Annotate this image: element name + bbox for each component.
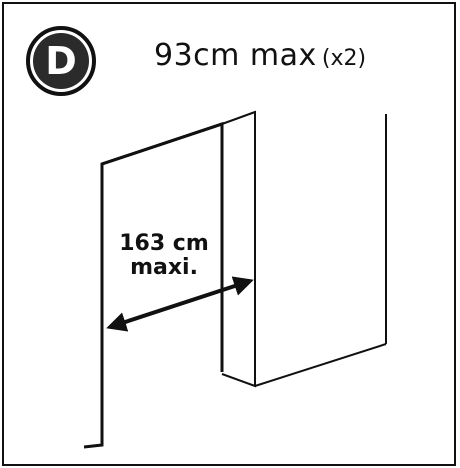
header-measurement: 93cm max (x2)	[154, 38, 366, 73]
dimension-qualifier: maxi.	[130, 255, 198, 280]
step-badge: D	[26, 26, 96, 96]
front-panel-top-thick	[101, 122, 223, 166]
dimension-value: 163 cm	[119, 231, 209, 256]
side-panel-outline	[221, 110, 256, 388]
width-dimension-label: 163 cm maxi.	[106, 232, 222, 280]
header-measure-text: 93cm max	[154, 38, 317, 73]
step-letter: D	[33, 33, 89, 89]
front-panel-outline	[83, 121, 224, 449]
far-panel-bottom-edge	[254, 343, 387, 387]
header-quantity-text: (x2)	[321, 46, 367, 71]
width-dimension-arrow	[106, 276, 254, 332]
